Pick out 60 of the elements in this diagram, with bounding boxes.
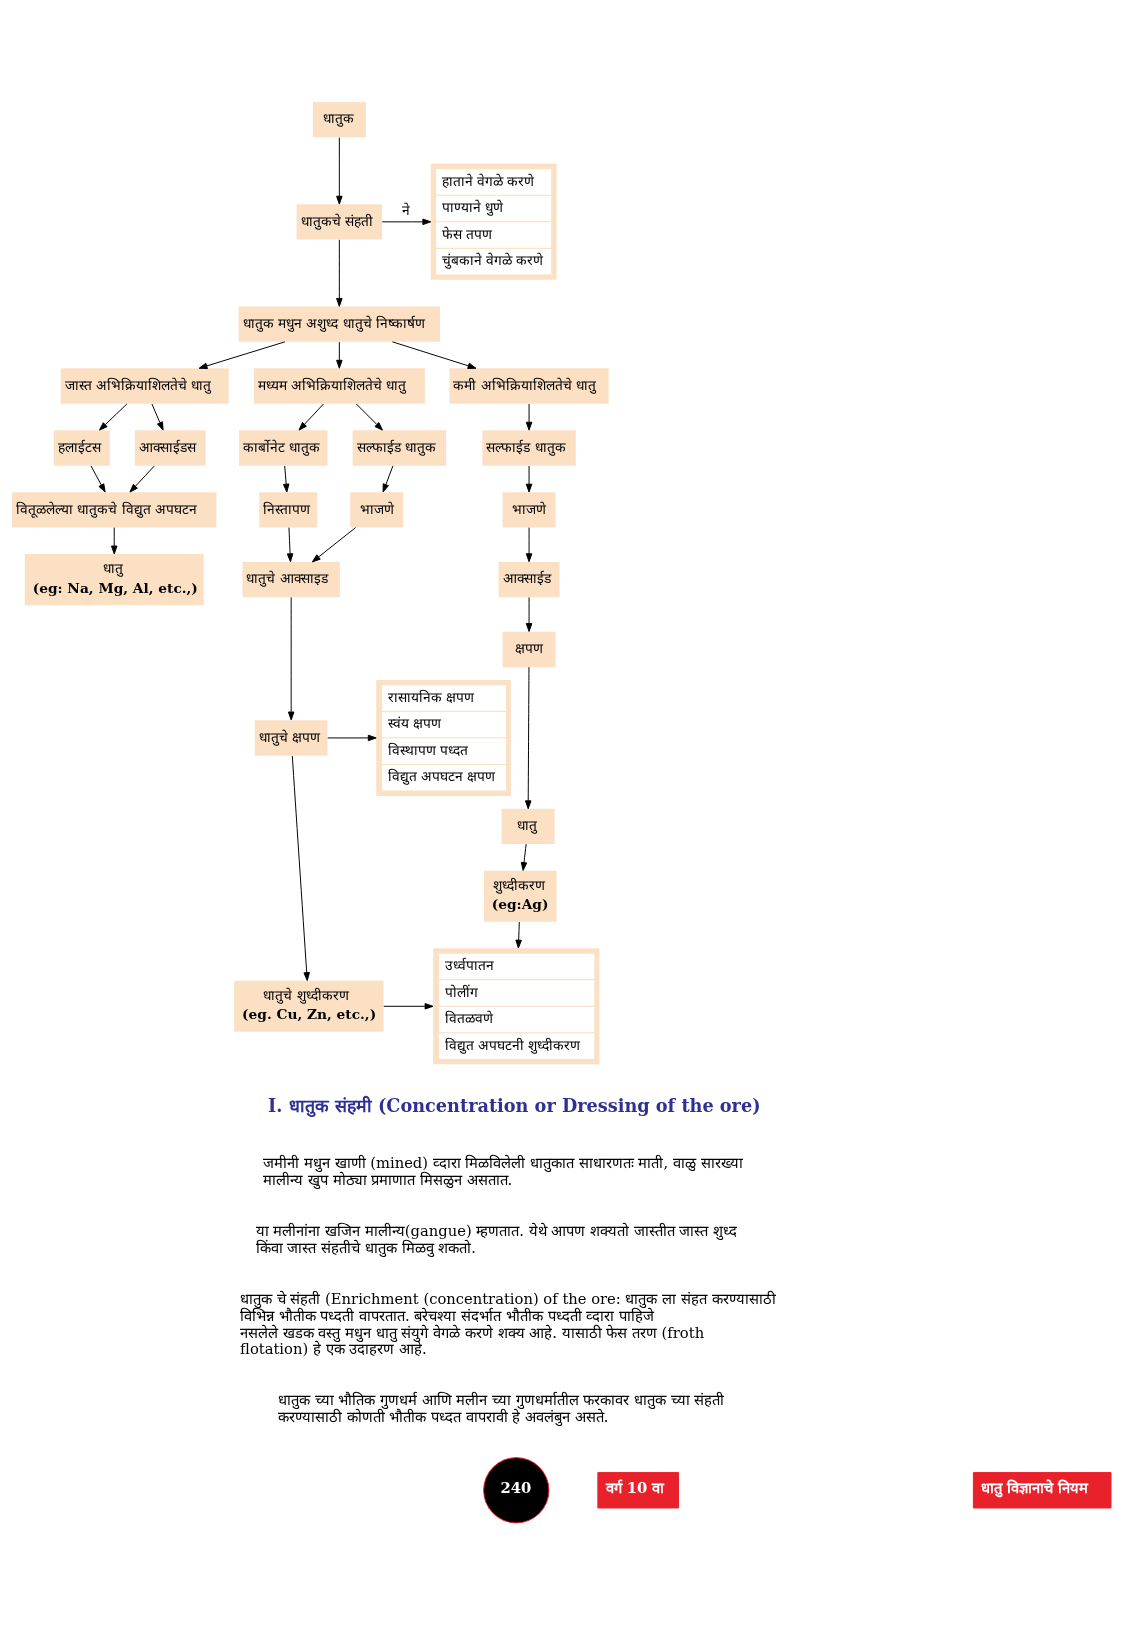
arrow [151, 403, 164, 431]
arrow [129, 465, 155, 493]
arrow [525, 596, 533, 632]
arrow [520, 843, 528, 871]
label: I. धातुक संहमी (Concentration or Dressing of the ore) [268, 1094, 761, 1116]
node-box: आक्साईड [498, 562, 560, 598]
node-box: मध्यम अभिक्रियाशिलतेचे धातु [253, 368, 425, 404]
label: धातु विज्ञानाचे नियम [981, 1478, 1089, 1496]
node-box: धातु [501, 808, 555, 845]
node-box: धातुक मधुन अशुध्द धातुचे निष्कार्षण [238, 306, 441, 342]
arrow [291, 755, 310, 981]
node-box: हलाईटस [53, 430, 110, 466]
node-box: धातुचे शुध्दीकरण (eg. Cu, Zn, etc.,) [234, 980, 384, 1032]
arrow [391, 341, 477, 369]
arrow [298, 403, 324, 431]
arrow [311, 527, 357, 563]
node-box: जास्त अभिक्रियाशिलतेचे धातु [60, 368, 229, 404]
node-box: भाजणे [350, 492, 404, 528]
arrow [336, 341, 343, 369]
arrow [287, 596, 295, 721]
arrow [382, 465, 394, 493]
node-box: धातुक [312, 101, 366, 138]
label: वर्ग 10 वा [605, 1478, 665, 1496]
arrow [111, 527, 118, 555]
node-box: आक्साईडस [134, 430, 206, 466]
arrow [515, 921, 522, 949]
node-box: धातुचे आक्साइड [242, 562, 340, 598]
node-box: सल्फाईड धातुक [352, 430, 446, 466]
label: धातुक च्या भौतिक गुणधर्म आणि मलीन च्या गुणधर्मातील फरकावर धातुक च्या संहती करण्यासाठी कोणती भौतीक पध्दत वापरावी हे अवलंबुन असते. [277, 1391, 725, 1426]
node-box: कमी अभिक्रियाशिलतेचे धातु [449, 368, 609, 404]
arrow [525, 527, 533, 563]
node-box: क्षपण [502, 631, 556, 668]
edge-label: ने [401, 202, 410, 219]
node-box: कार्बोनेट धातुक [239, 430, 328, 466]
node-box: सल्फाईड धातुक [482, 430, 576, 466]
node-box: धातुकचे संहती [296, 204, 383, 240]
arrow [198, 341, 286, 370]
node-box: भाजणे [502, 492, 556, 528]
label: या मलीनांना खजिन मालीन्य(gangue) म्हणतात. येथे आपण शक्यतो जास्तीत जास्त शुध्द किंवा जास्त संहतीचे धातुक मिळवु शकतो. [255, 1222, 738, 1257]
arrow [525, 465, 533, 493]
label: जमीनी मधुन खाणी (mined) व्दारा मिळविलेली धातुकात साधारणतः माती, वाळु सारख्या मालीन्य खुप मोठ्या प्रमाणात मिसळुन असतात. [263, 1154, 743, 1189]
node-box: शुध्दीकरण (eg:Ag) [483, 870, 557, 922]
arrow [355, 403, 383, 431]
node-box: धातुचे क्षपण [254, 720, 328, 756]
arrow [381, 218, 432, 226]
arrow [383, 1003, 434, 1010]
node-box: वितूळलेल्या धातुकचे विद्युत अपघटन [12, 492, 217, 528]
arrow [286, 527, 294, 563]
arrow [327, 734, 377, 742]
label: धातुक चे संहती (Enrichment (concentration) of the ore: धातुक ला संहत करण्यासाठी विभिन्न भौतीक पध्दती वापरतात. बरेचश्या संदर्भात भौतीक पध्दती व्दारा पाहिजे नसलेले खडक वस्तु मधुन धातु संयुगे वेगळे करणे शक्य आहे. यासाठी फेस तरण (froth flotation) हे एक उदाहरण आहे. [240, 1290, 776, 1358]
node-box: धातु (eg: Na, Mg, Al, etc.,) [24, 554, 204, 606]
label: 240 [500, 1478, 532, 1496]
arrow [336, 239, 343, 307]
arrow [336, 137, 343, 205]
arrow [90, 465, 106, 493]
arrow [282, 465, 290, 493]
arrow [524, 666, 532, 810]
node-box: निस्तापण [259, 492, 318, 528]
arrow [99, 403, 128, 431]
arrow [525, 403, 533, 431]
